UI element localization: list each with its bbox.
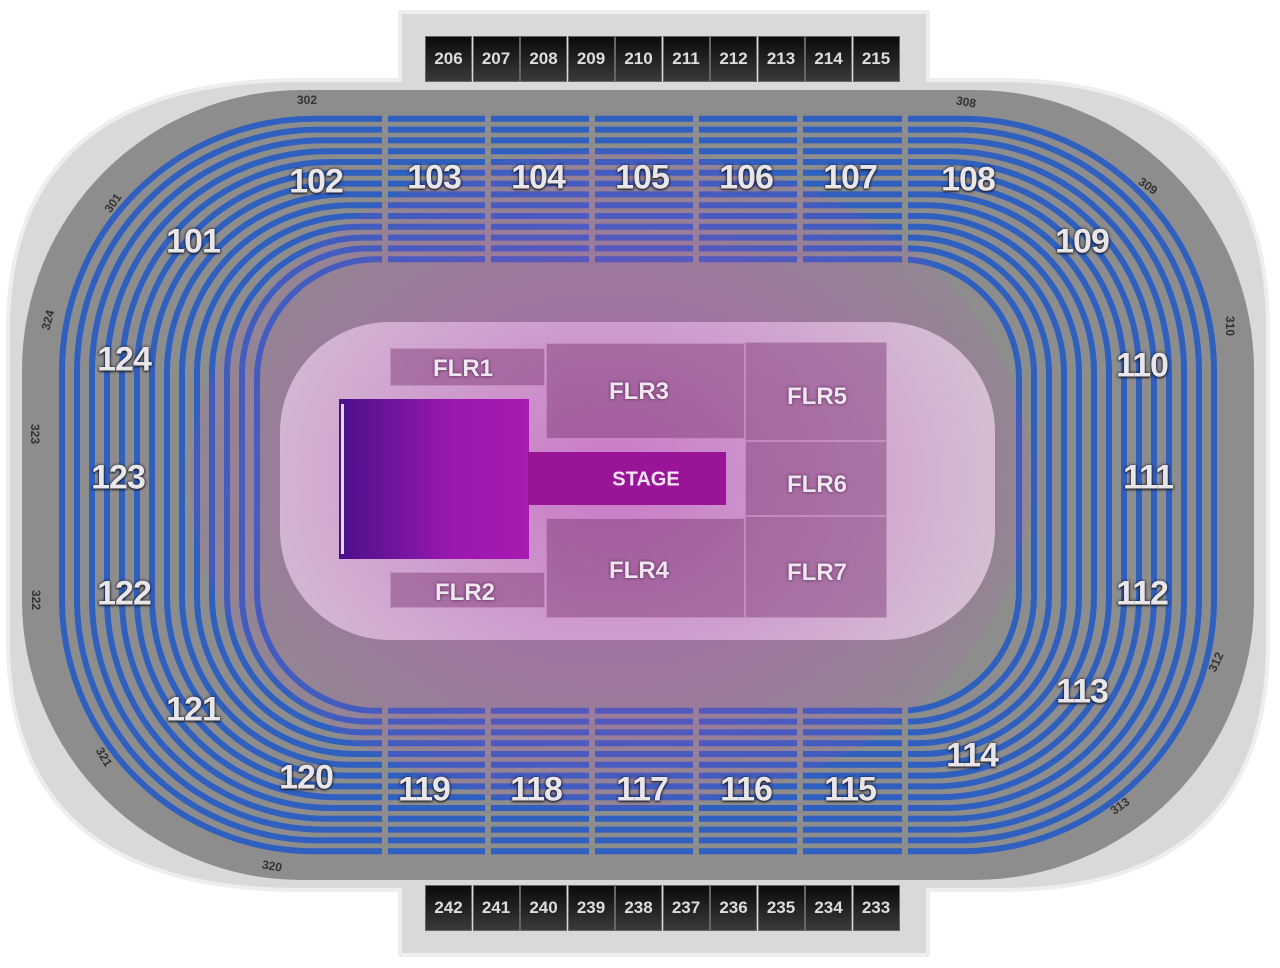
section-flr3[interactable]: FLR3 <box>546 343 745 439</box>
suite-210[interactable]: 210 <box>615 36 662 82</box>
section-106[interactable]: 106 <box>719 158 774 197</box>
section-label: FLR4 <box>609 557 669 584</box>
section-112[interactable]: 112 <box>1116 574 1169 613</box>
section-113[interactable]: 113 <box>1056 672 1109 711</box>
section-121[interactable]: 121 <box>166 690 221 729</box>
section-116[interactable]: 116 <box>720 770 773 809</box>
suite-237[interactable]: 237 <box>662 885 710 931</box>
section-101[interactable]: 101 <box>166 222 221 261</box>
suite-241[interactable]: 241 <box>472 885 520 931</box>
suite-239[interactable]: 239 <box>567 885 615 931</box>
section-119[interactable]: 119 <box>398 770 451 809</box>
suite-240[interactable]: 240 <box>520 885 567 931</box>
suite-242[interactable]: 242 <box>425 885 472 931</box>
aisle <box>902 640 908 870</box>
section-flr2[interactable]: FLR2 <box>390 572 545 608</box>
section-124[interactable]: 124 <box>97 340 152 379</box>
section-104[interactable]: 104 <box>511 158 566 197</box>
section-flr5[interactable]: FLR5 <box>745 342 887 441</box>
suite-236[interactable]: 236 <box>710 885 757 931</box>
section-322[interactable]: 322 <box>29 589 43 611</box>
section-105[interactable]: 105 <box>615 158 670 197</box>
suite-234[interactable]: 234 <box>805 885 852 931</box>
section-flr6[interactable]: FLR6 <box>745 441 887 516</box>
suite-208[interactable]: 208 <box>520 36 567 82</box>
section-label: FLR3 <box>609 378 669 405</box>
stage-runway: STAGE <box>528 452 726 505</box>
stage-lights-truss <box>341 404 344 554</box>
suite-207[interactable]: 207 <box>472 36 520 82</box>
section-302[interactable]: 302 <box>296 93 318 107</box>
suite-235[interactable]: 235 <box>757 885 805 931</box>
suite-211[interactable]: 211 <box>662 36 710 82</box>
section-label: FLR1 <box>433 355 493 382</box>
section-102[interactable]: 102 <box>289 162 344 201</box>
suite-215[interactable]: 215 <box>852 36 900 82</box>
section-117[interactable]: 117 <box>616 770 669 809</box>
suite-209[interactable]: 209 <box>567 36 615 82</box>
section-323[interactable]: 323 <box>28 423 42 445</box>
section-label: FLR7 <box>787 559 847 586</box>
section-114[interactable]: 114 <box>946 736 999 775</box>
seat-row <box>59 115 1217 855</box>
aisle <box>902 95 908 325</box>
section-118[interactable]: 118 <box>510 770 563 809</box>
suite-233[interactable]: 233 <box>852 885 900 931</box>
section-label: FLR2 <box>435 579 495 606</box>
suite-213[interactable]: 213 <box>757 36 805 82</box>
section-108[interactable]: 108 <box>941 160 996 199</box>
stage-label: STAGE <box>612 468 680 491</box>
section-115[interactable]: 115 <box>824 770 877 809</box>
section-111[interactable]: 111 <box>1123 458 1174 497</box>
section-103[interactable]: 103 <box>407 158 462 197</box>
suite-214[interactable]: 214 <box>805 36 852 82</box>
seat-row <box>89 137 1187 833</box>
section-310[interactable]: 310 <box>1223 315 1237 337</box>
suite-206[interactable]: 206 <box>425 36 472 82</box>
section-label: FLR6 <box>787 471 847 498</box>
suite-212[interactable]: 212 <box>710 36 757 82</box>
section-123[interactable]: 123 <box>91 458 146 497</box>
section-flr1[interactable]: FLR1 <box>390 348 545 386</box>
section-122[interactable]: 122 <box>97 574 152 613</box>
section-120[interactable]: 120 <box>279 758 334 797</box>
suite-238[interactable]: 238 <box>615 885 662 931</box>
section-flr4[interactable]: FLR4 <box>546 518 745 618</box>
section-110[interactable]: 110 <box>1116 346 1169 385</box>
seat-row <box>74 126 1202 844</box>
section-label: FLR5 <box>787 383 847 410</box>
stage-main <box>339 399 529 559</box>
section-107[interactable]: 107 <box>823 158 878 197</box>
section-flr7[interactable]: FLR7 <box>745 516 887 618</box>
section-109[interactable]: 109 <box>1055 222 1110 261</box>
